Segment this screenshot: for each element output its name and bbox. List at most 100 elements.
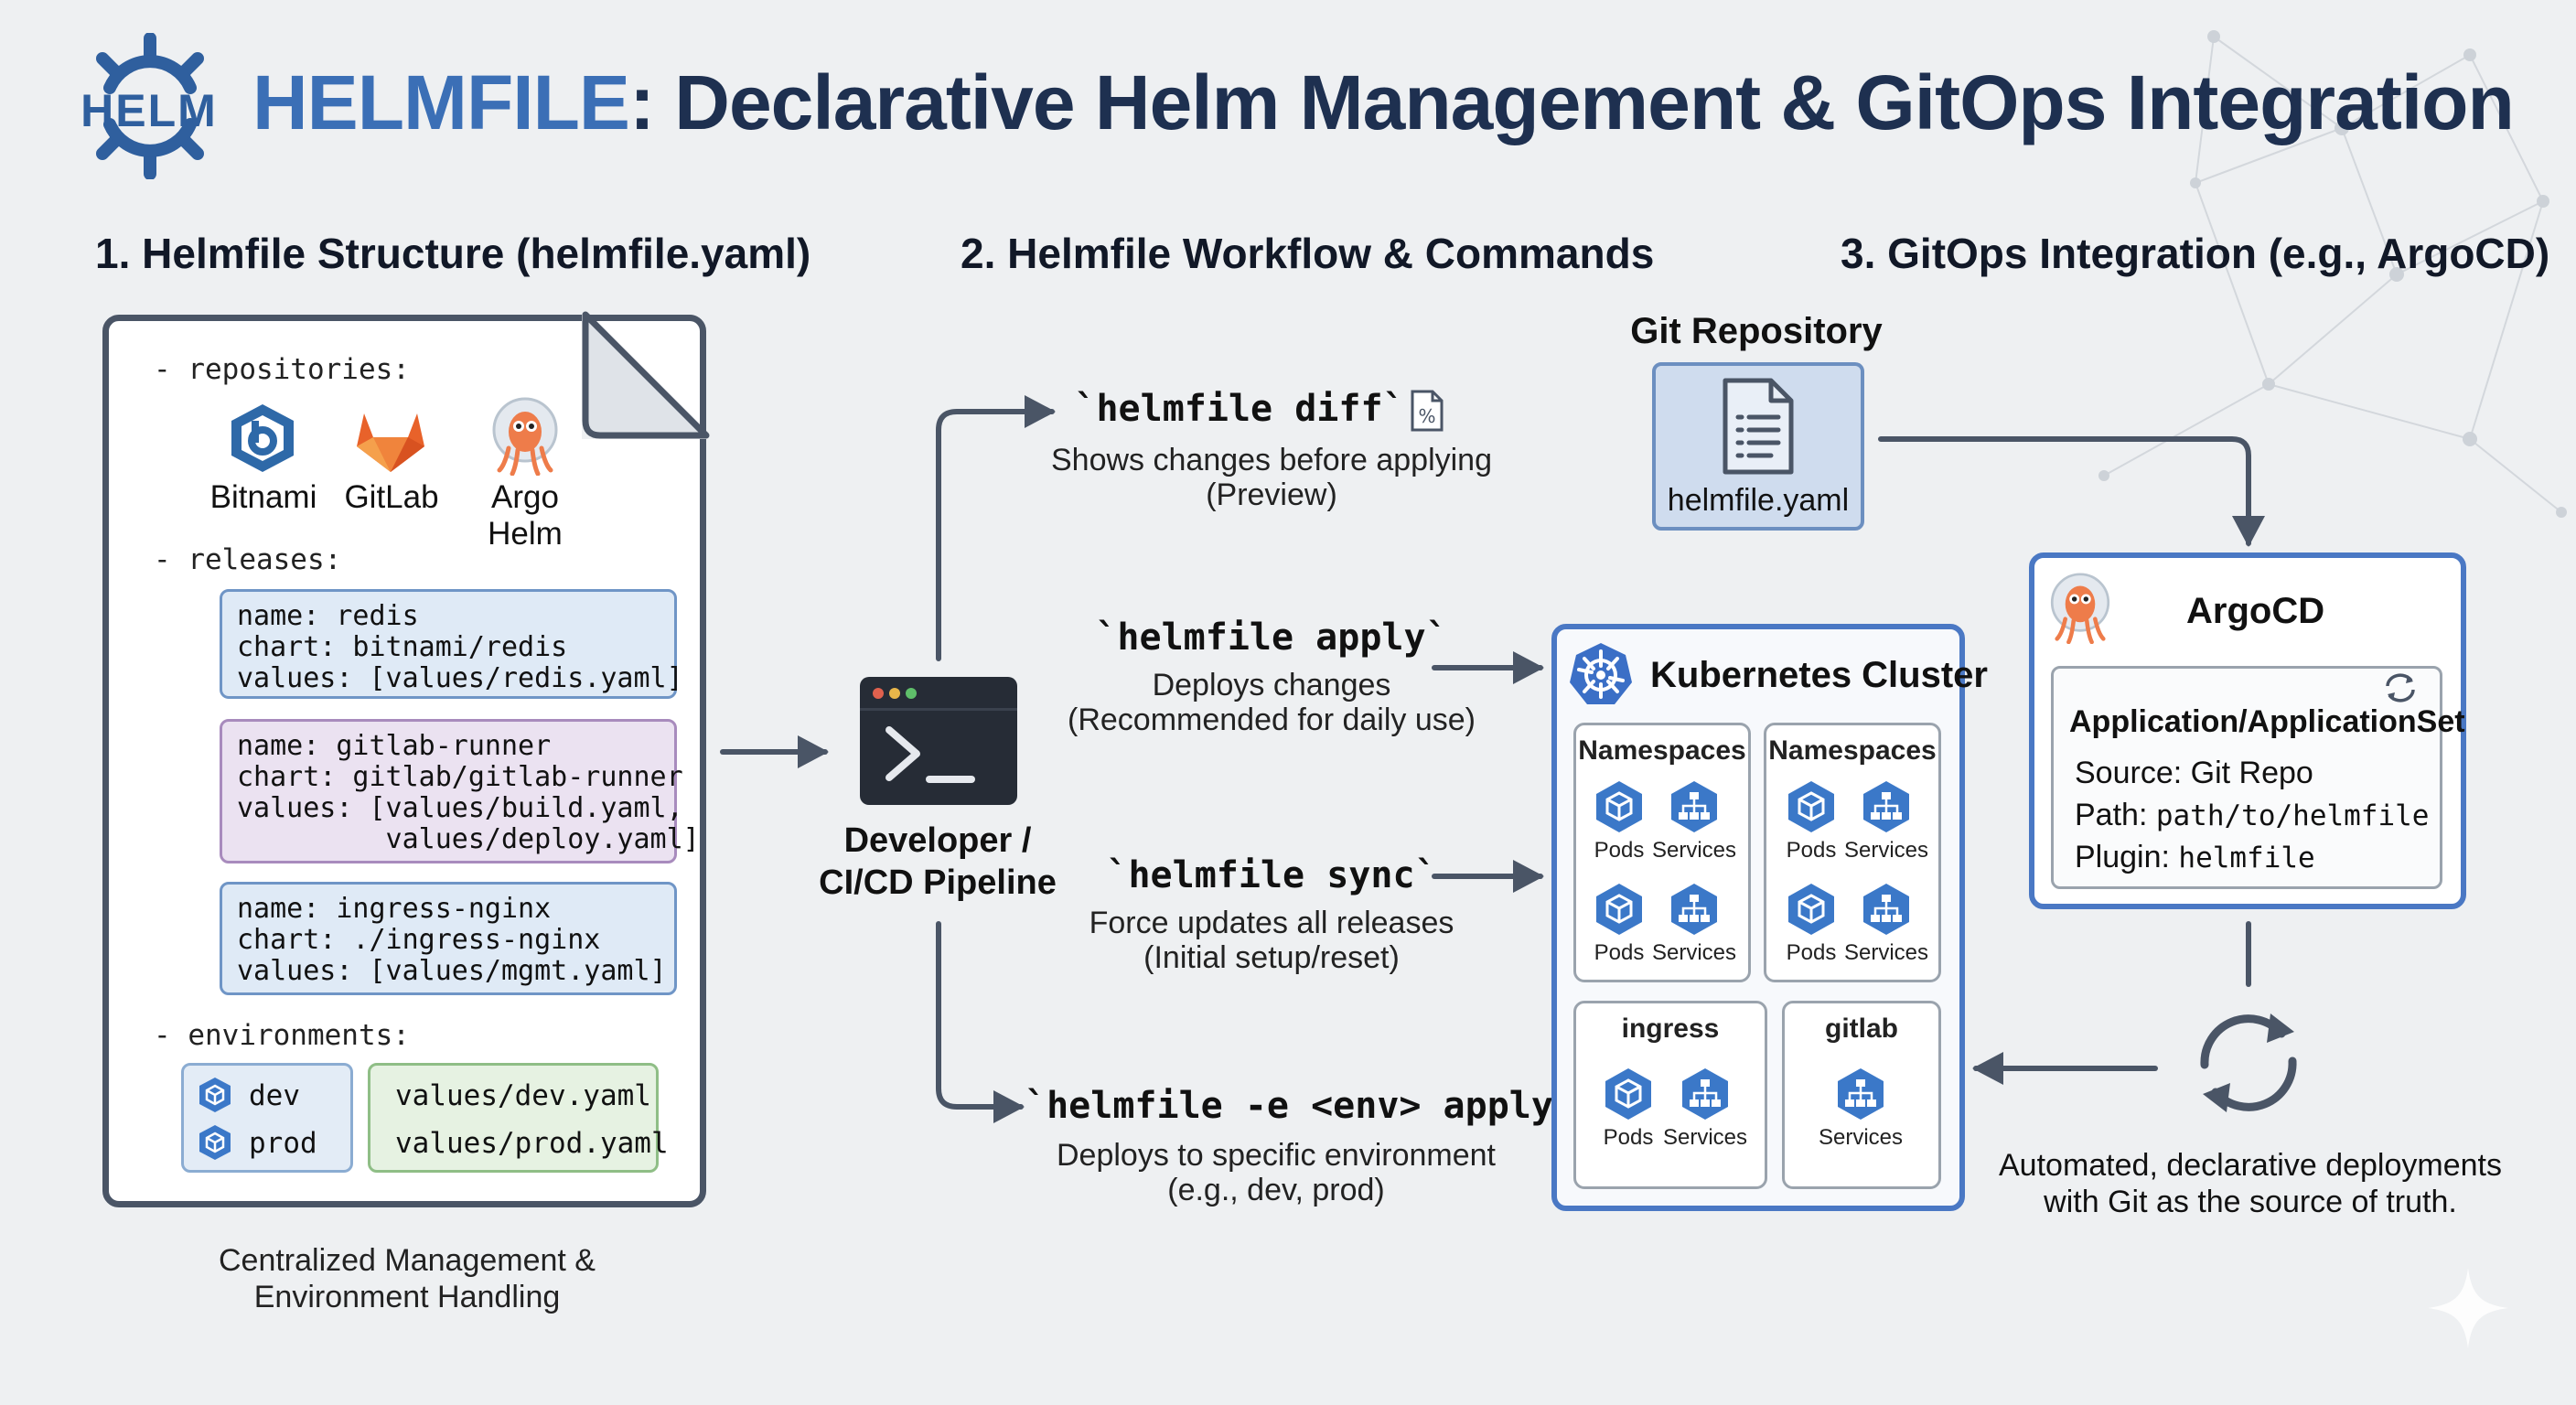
argocd-title: ArgoCD	[2186, 591, 2325, 631]
kubernetes-cluster-title: Kubernetes Cluster	[1650, 655, 1988, 695]
pods-label: Pods	[1594, 940, 1645, 965]
page-title-rest: : Declarative Helm Management & GitOps I…	[628, 59, 2515, 145]
arrow-git-to-argocd	[1878, 436, 2265, 547]
arrow-to-env-apply	[936, 921, 1025, 1123]
path-key: Path:	[2075, 798, 2156, 832]
arrow-to-diff	[936, 395, 1056, 661]
pipeline-label-line2: CI/CD Pipeline	[819, 863, 1057, 902]
env-file-prod: values/prod.yaml	[395, 1127, 669, 1160]
environment-files-box	[368, 1063, 659, 1173]
namespaces-label: Namespaces	[1768, 735, 1937, 766]
cmd-sync-description: Force updates all releases (Initial setu…	[1043, 906, 1500, 975]
gitops-caption: Automated, declarative deployments with …	[1994, 1147, 2506, 1220]
helm-wheel-icon	[96, 33, 204, 179]
services-label: Services	[1651, 838, 1737, 863]
services-label: Services	[1651, 940, 1737, 965]
pod-icon	[1596, 781, 1642, 832]
diff-file-icon: %	[1411, 390, 1444, 432]
environments-label: - environments:	[154, 1019, 410, 1052]
section-title-gitops: 3. GitOps Integration (e.g., ArgoCD)	[1841, 230, 2550, 277]
pods-label: Pods	[1594, 838, 1645, 863]
kubernetes-icon	[1570, 643, 1632, 704]
service-icon	[1838, 1068, 1884, 1120]
cmd-helmfile-diff: `helmfile diff`	[1074, 388, 1405, 430]
service-icon	[1671, 884, 1717, 935]
plugin-value: helmfile	[2178, 842, 2315, 874]
cmd-env-apply-description: Deploys to specific environment (e.g., d…	[1043, 1138, 1509, 1207]
cmd-apply-description: Deploys changes (Recommended for daily u…	[1043, 668, 1500, 737]
namespace-box	[1573, 723, 1751, 982]
repositories-label: - repositories:	[154, 353, 410, 386]
cmd-apply-desc-line1: Deploys changes	[1152, 668, 1391, 702]
terminal-icon	[860, 677, 1017, 805]
pod-icon	[199, 1078, 231, 1112]
application-title: Application/ApplicationSet	[2069, 704, 2465, 739]
service-icon	[1682, 1068, 1728, 1120]
repo-bitnami-label: Bitnami	[209, 479, 317, 515]
helm-logo-text: HELM	[80, 85, 218, 136]
service-icon	[1671, 781, 1717, 832]
release-ingress-nginx: name: ingress-nginx chart: ./ingress-ngi…	[220, 882, 677, 995]
release-gitlab-runner: name: gitlab-runner chart: gitlab/gitlab…	[220, 719, 700, 863]
structure-caption: Centralized Management & Environment Han…	[156, 1242, 659, 1315]
services-label: Services	[1843, 838, 1929, 863]
structure-caption-line1: Centralized Management &	[218, 1243, 596, 1278]
pipeline-label-line1: Developer /	[843, 821, 1032, 860]
svg-text:%: %	[1418, 405, 1435, 427]
source-value: Git Repo	[2190, 756, 2313, 790]
application-source: Source: Git Repo	[2075, 756, 2313, 791]
pod-icon	[1788, 781, 1834, 832]
repo-gitlab-label: GitLab	[344, 479, 439, 515]
env-dev: dev	[249, 1079, 300, 1112]
pipeline-label: Developer / CI/CD Pipeline	[805, 820, 1070, 904]
pods-label: Pods	[1603, 1125, 1654, 1150]
application-plugin: Plugin: helmfile	[2075, 840, 2315, 875]
cmd-diff-description: Shows changes before applying (Preview)	[1043, 443, 1500, 512]
source-key: Source:	[2075, 756, 2191, 790]
cmd-sync-desc-line2: (Initial setup/reset)	[1143, 940, 1400, 975]
sync-icon	[2200, 1014, 2297, 1112]
argo-icon	[2050, 573, 2110, 644]
cmd-sync-desc-line1: Force updates all releases	[1089, 906, 1454, 940]
bitnami-icon	[231, 404, 294, 472]
namespaces-label: Namespaces	[1578, 735, 1746, 766]
section-title-structure: 1. Helmfile Structure (helmfile.yaml)	[95, 230, 811, 277]
service-icon	[1863, 781, 1909, 832]
page-title: HELMFILE: Declarative Helm Management & …	[252, 59, 2515, 147]
refresh-icon	[2386, 673, 2415, 702]
argo-icon	[492, 397, 558, 476]
sparkle-icon	[2428, 1268, 2508, 1348]
pod-icon	[1788, 884, 1834, 935]
cmd-helmfile-sync: `helmfile sync`	[1106, 854, 1437, 896]
application-path: Path: path/to/helmfile	[2075, 798, 2429, 833]
ingress-namespace-label: ingress	[1621, 1014, 1720, 1044]
document-folded-corner	[582, 311, 710, 439]
git-repository-title: Git Repository	[1630, 311, 1883, 351]
plugin-key: Plugin:	[2075, 840, 2179, 874]
services-label: Services	[1818, 1125, 1904, 1150]
services-label: Services	[1662, 1125, 1748, 1150]
page-title-accent: HELMFILE	[252, 59, 630, 145]
pod-icon	[1596, 884, 1642, 935]
file-icon	[1723, 378, 1794, 475]
cmd-diff-desc-line2: (Preview)	[1206, 477, 1337, 512]
cmd-helmfile-apply: `helmfile apply`	[1095, 617, 1448, 659]
env-prod: prod	[249, 1127, 317, 1160]
services-label: Services	[1843, 940, 1929, 965]
pods-label: Pods	[1786, 838, 1837, 863]
gitlab-namespace-label: gitlab	[1825, 1014, 1898, 1044]
git-file-label: helmfile.yaml	[1667, 483, 1850, 518]
cmd-apply-desc-line2: (Recommended for daily use)	[1068, 702, 1476, 737]
repo-argo-helm-label: Argo Helm	[488, 479, 563, 552]
application-box	[2051, 666, 2442, 889]
gitops-caption-line2: with Git as the source of truth.	[2044, 1185, 2457, 1219]
namespace-box	[1764, 723, 1941, 982]
structure-caption-line2: Environment Handling	[253, 1280, 561, 1314]
gitops-caption-line1: Automated, declarative deployments	[1999, 1148, 2502, 1183]
cmd-diff-desc-line1: Shows changes before applying	[1051, 443, 1492, 477]
pod-icon	[1605, 1068, 1651, 1120]
release-redis: name: redis chart: bitnami/redis values:…	[220, 589, 683, 699]
cmd-helmfile-env-apply: `helmfile -e <env> apply`	[1025, 1085, 1576, 1127]
releases-label: - releases:	[154, 543, 342, 576]
